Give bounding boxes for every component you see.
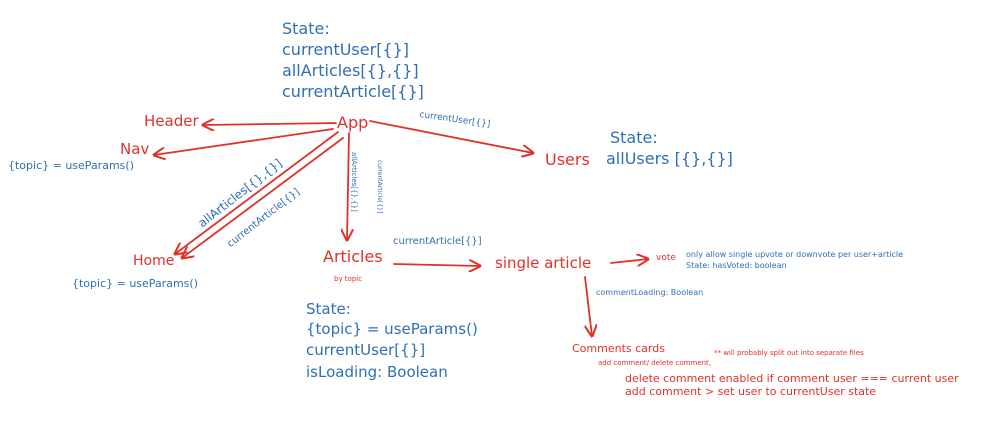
arrow-app-to-home-b [182, 137, 344, 258]
edge-label-app-to-articles-1: allArticles[{},{}] [350, 152, 358, 212]
node-single-article: single article [495, 254, 592, 272]
users-state-label: State: [610, 128, 658, 147]
app-state-current-article: currentArticle[{}] [282, 82, 424, 101]
node-app: App [337, 113, 369, 132]
comments-note-split: ** will probably split out into separate… [714, 349, 864, 357]
node-users: Users [545, 150, 590, 169]
comments-note-add-rule: add comment > set user to currentUser st… [625, 385, 877, 398]
node-comments-cards: Comments cards [572, 342, 665, 355]
app-state-all-articles: allArticles[{},{}] [282, 61, 419, 80]
arrow-single-to-comments [584, 276, 592, 336]
edge-label-app-to-articles-2: currentArticle[{}] [376, 160, 383, 214]
arrow-app-to-articles [347, 132, 349, 240]
arrow-articles-to-single [393, 264, 480, 266]
app-state-current-user: currentUser[{}] [282, 40, 410, 59]
node-home: Home [133, 253, 175, 269]
edge-label-articles-to-single: currentArticle[{}] [393, 236, 482, 247]
node-header: Header [144, 112, 199, 130]
arrow-app-to-header [203, 123, 337, 125]
articles-state-label: State: [306, 300, 351, 318]
vote-note-line1: only allow single upvote or downvote per… [686, 250, 904, 259]
node-vote: vote [656, 253, 676, 263]
articles-note: by topic [334, 275, 363, 283]
articles-state-current-user: currentUser[{}] [306, 341, 426, 359]
app-state-label: State: [282, 19, 330, 38]
users-state-all-users: allUsers [{},{}] [606, 149, 733, 168]
comments-note-delete-rule: delete comment enabled if comment user =… [625, 372, 959, 385]
articles-state-params: {topic} = useParams() [306, 320, 478, 338]
comments-note-add-delete: add comment/ delete comment, [598, 359, 712, 367]
vote-note-line2: State: hasVoted: boolean [686, 261, 787, 270]
arrow-app-to-nav [154, 128, 334, 155]
node-nav: Nav [120, 140, 150, 158]
edge-label-single-to-comments: commentLoading: Boolean [596, 288, 704, 297]
node-articles: Articles [323, 247, 383, 266]
arrow-app-to-home-a [175, 131, 339, 254]
arrow-single-to-vote [610, 259, 648, 263]
nav-params: {topic} = useParams() [8, 159, 134, 172]
home-params: {topic} = useParams() [72, 277, 198, 290]
articles-state-is-loading: isLoading: Boolean [306, 363, 448, 381]
arrow-app-to-users [369, 120, 533, 153]
